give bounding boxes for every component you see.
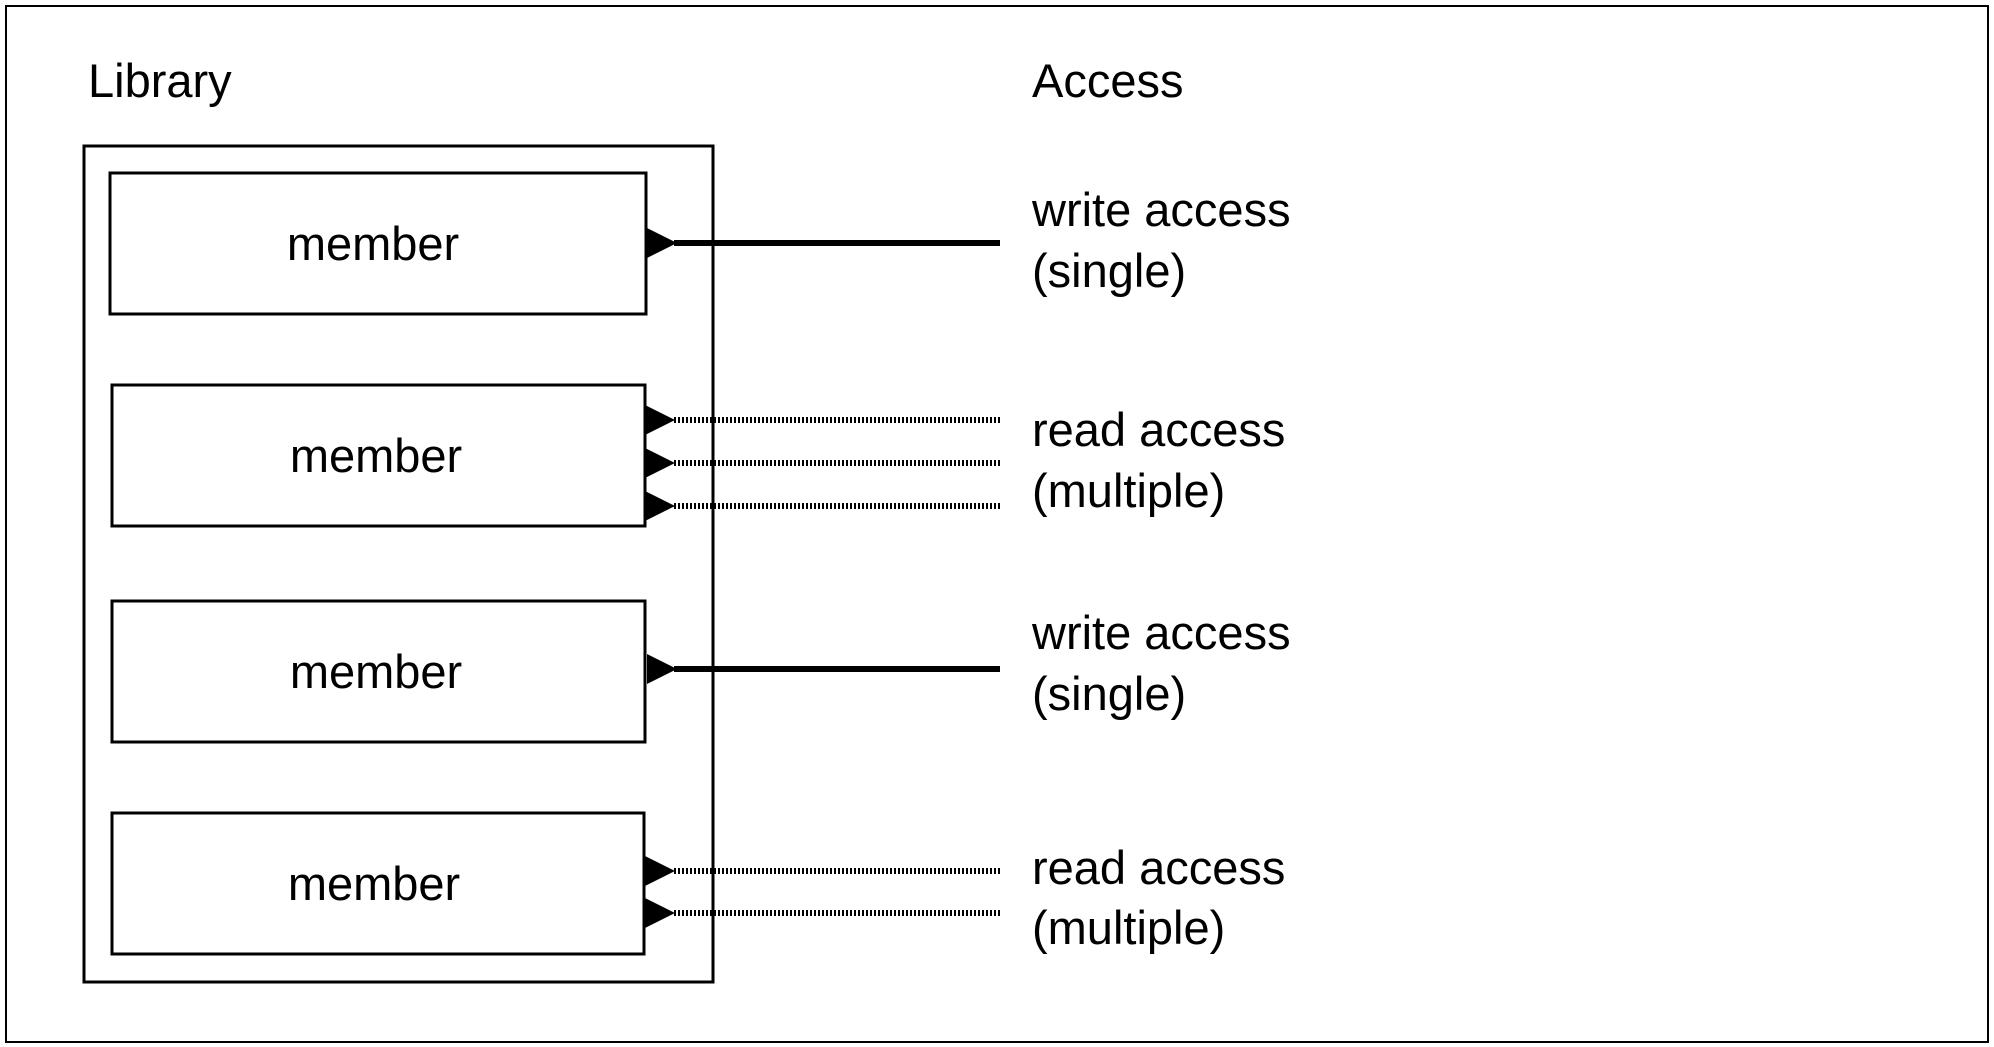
access-label-line1: read access	[1032, 403, 1285, 456]
member-label: member	[290, 645, 462, 698]
access-heading: Access	[1032, 54, 1184, 107]
access-label-line2: (multiple)	[1032, 901, 1225, 954]
member-box: member	[108, 171, 648, 316]
member-box: member	[110, 811, 646, 956]
access-label-line1: write access	[1031, 606, 1291, 659]
library-heading: Library	[88, 54, 232, 107]
member-box: member	[110, 599, 647, 744]
access-label-read-1: read access (multiple)	[1032, 403, 1285, 517]
member-label: member	[287, 217, 459, 270]
access-label-line2: (single)	[1032, 244, 1186, 297]
access-label-write-2: write access (single)	[1031, 606, 1291, 720]
access-label-read-2: read access (multiple)	[1032, 841, 1285, 954]
access-label-line2: (single)	[1032, 667, 1186, 720]
access-label-line1: write access	[1031, 183, 1291, 236]
access-label-line2: (multiple)	[1032, 464, 1225, 517]
access-label-write-1: write access (single)	[1031, 183, 1291, 297]
outer-frame	[5, 5, 1989, 1043]
member-box: member	[110, 383, 647, 528]
member-label: member	[288, 857, 460, 910]
member-label: member	[290, 429, 462, 482]
access-label-line1: read access	[1032, 841, 1285, 894]
library-container	[82, 144, 715, 984]
